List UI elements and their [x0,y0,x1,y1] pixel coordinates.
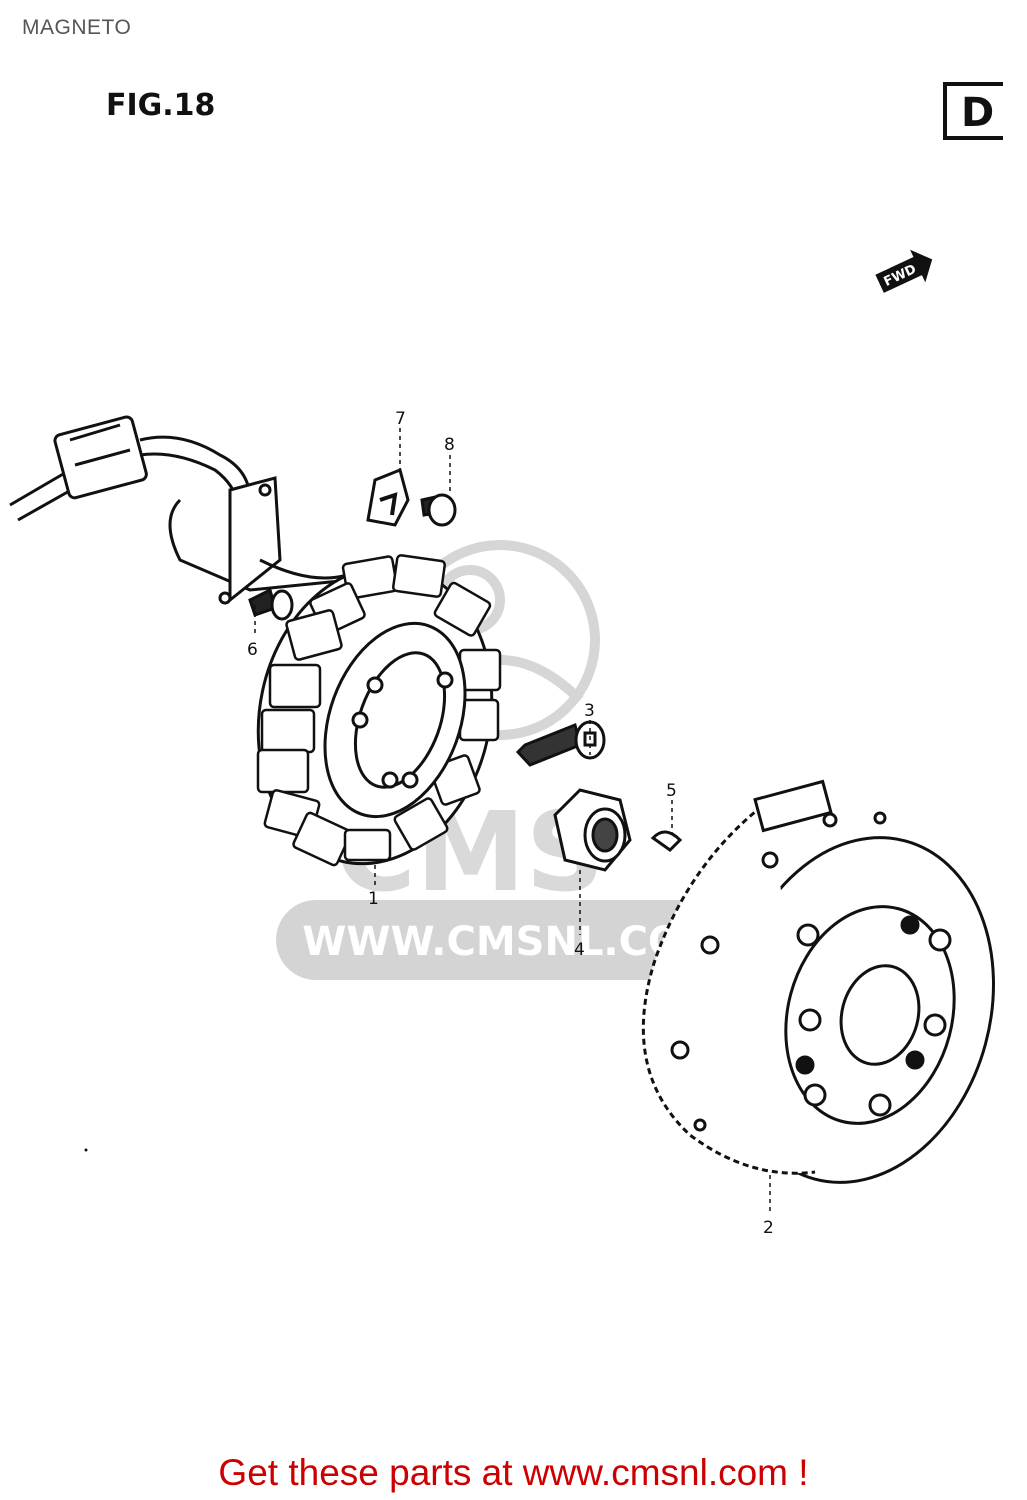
screw-part-8 [420,493,457,527]
screw-part-6 [248,587,294,621]
section-letter: D [961,90,995,136]
figure-label: FIG.18 [106,88,216,123]
callout-7: 7 [395,409,406,429]
footer-promo-link[interactable]: Get these parts at www.cmsnl.com ! [218,1452,809,1493]
callout-leaders [254,428,771,1215]
clamp-part-7 [366,467,410,527]
wire-harness [9,415,361,605]
key-part-5 [650,830,683,852]
section-badge: D [943,82,1003,140]
bolt-part-3 [515,720,606,767]
callout-1: 1 [368,889,379,909]
watermark-url-text: WWW.CMSNL.COM [302,919,722,965]
callout-2: 2 [763,1218,774,1238]
callout-4: 4 [574,940,585,960]
stator-part-1 [256,554,502,867]
callout-8: 8 [444,435,455,455]
watermark-url-banner [276,900,748,980]
stray-mark [84,1148,88,1152]
callout-5: 5 [666,781,677,801]
callout-3: 3 [584,701,595,721]
nut-part-4 [553,788,632,872]
callout-6: 6 [247,640,258,660]
page-title: MAGNETO [22,16,132,39]
rotor-part-2 [641,779,995,1184]
forward-arrow-marker: FWD [875,249,933,293]
